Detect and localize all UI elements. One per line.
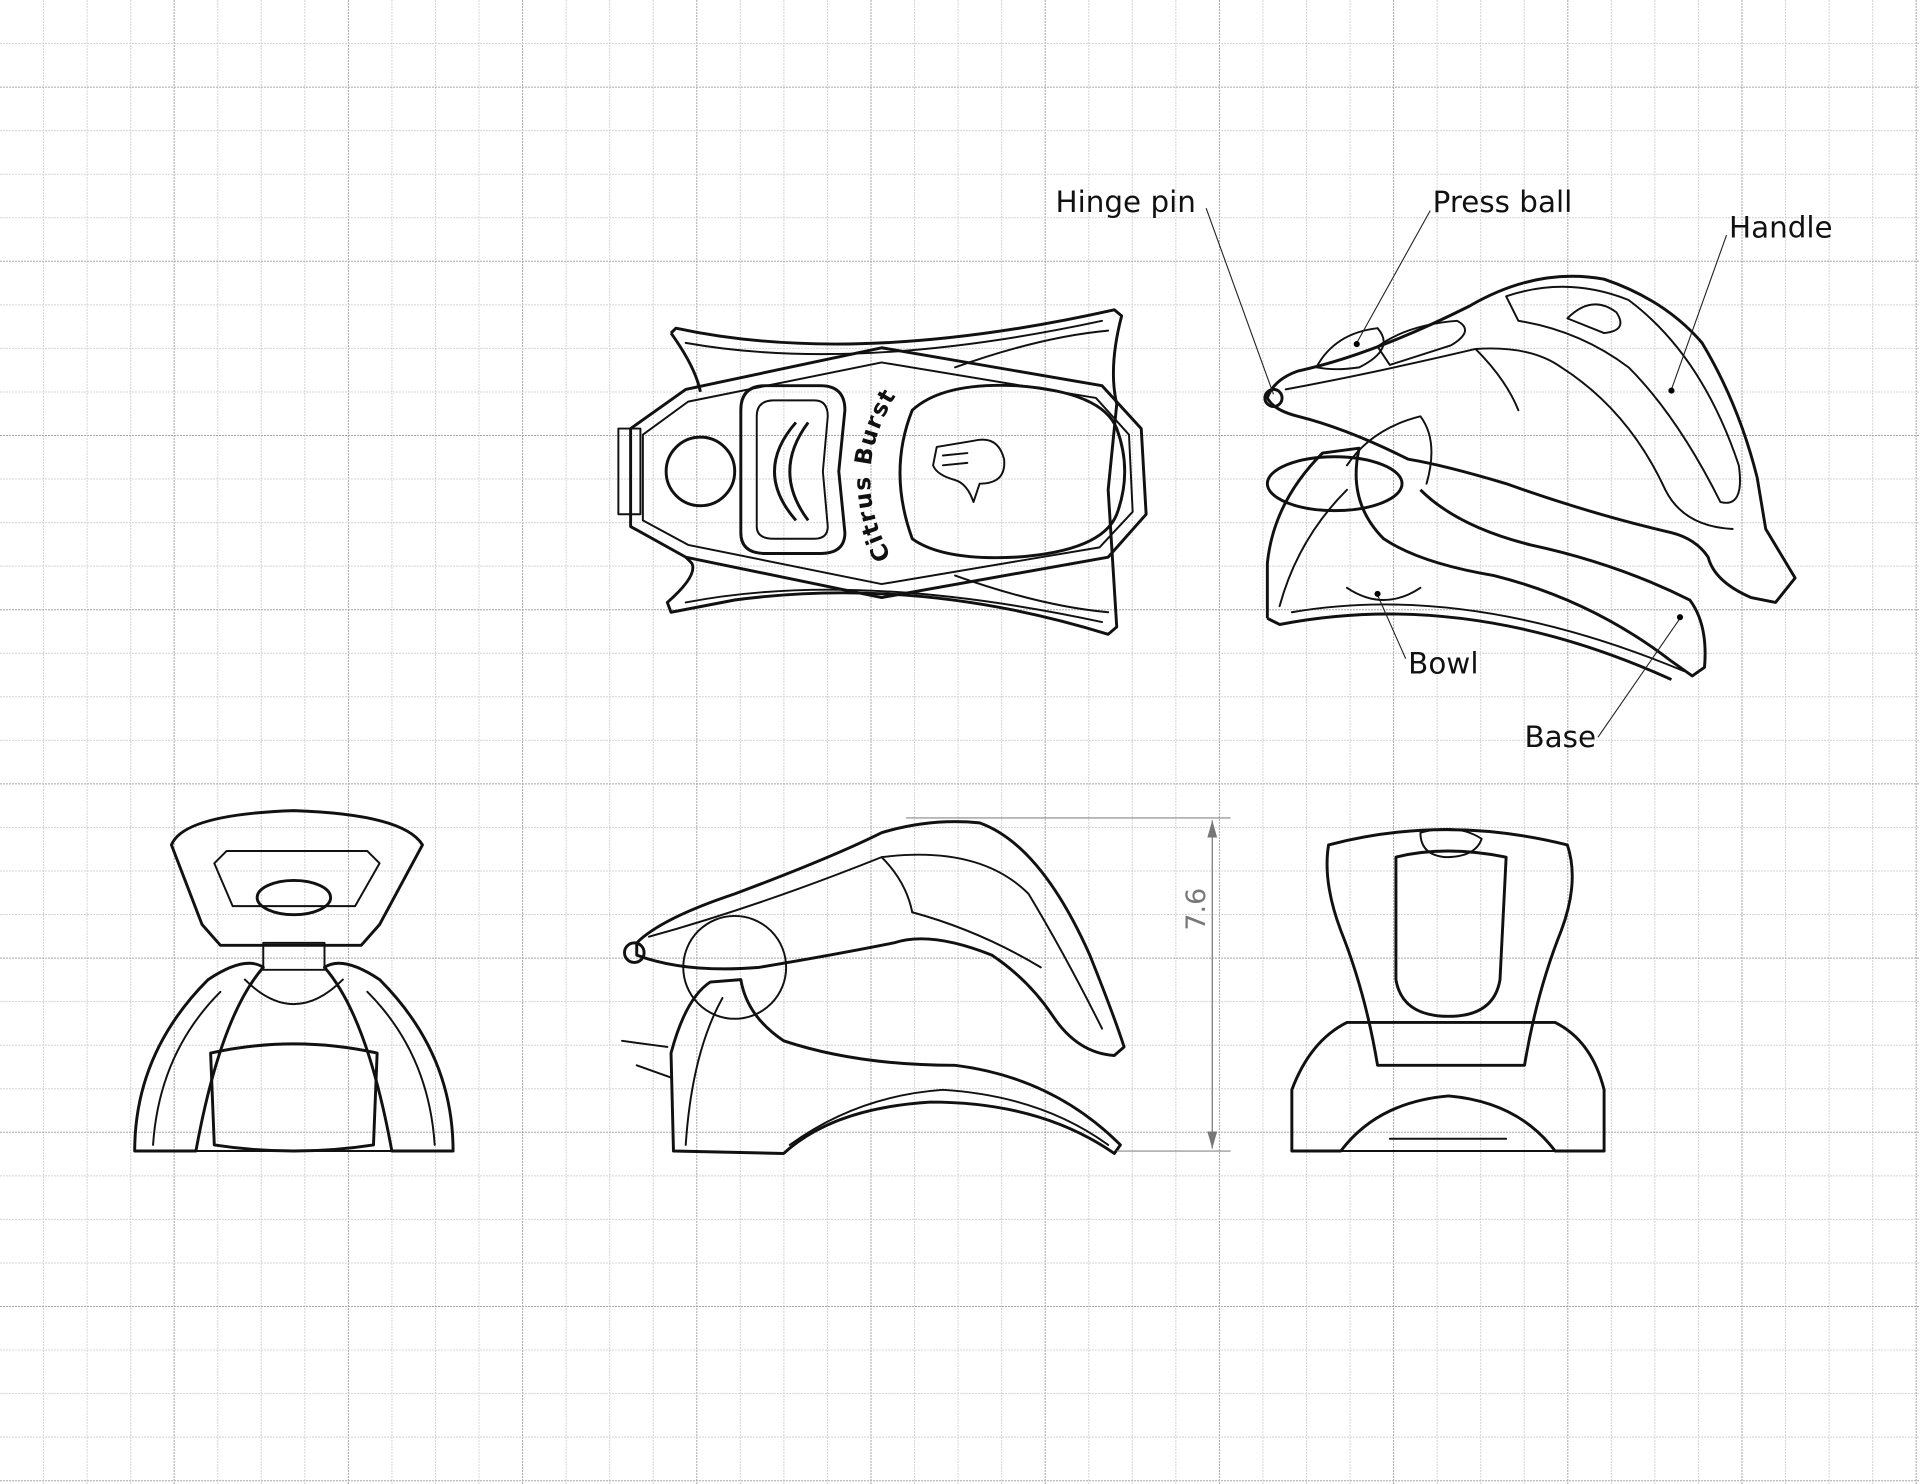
height-dimension: 7.6 — [906, 817, 1231, 1152]
callout-press-ball: Press ball — [1433, 185, 1573, 219]
dimension-label: 7.6 — [1181, 888, 1212, 931]
front-view — [133, 809, 455, 1153]
callouts: Hinge pin Press ball Handle Bowl Base — [1056, 185, 1833, 754]
isometric-view — [1263, 274, 1797, 681]
logo-text: Citrus Burster — [0, 0, 902, 566]
callout-base: Base — [1525, 720, 1597, 754]
back-view — [1290, 828, 1606, 1153]
callout-hinge-pin: Hinge pin — [1056, 185, 1196, 219]
callout-handle: Handle — [1729, 211, 1833, 245]
top-view: Citrus Burster — [0, 0, 1148, 636]
callout-bowl: Bowl — [1408, 646, 1478, 680]
side-view — [621, 820, 1126, 1155]
